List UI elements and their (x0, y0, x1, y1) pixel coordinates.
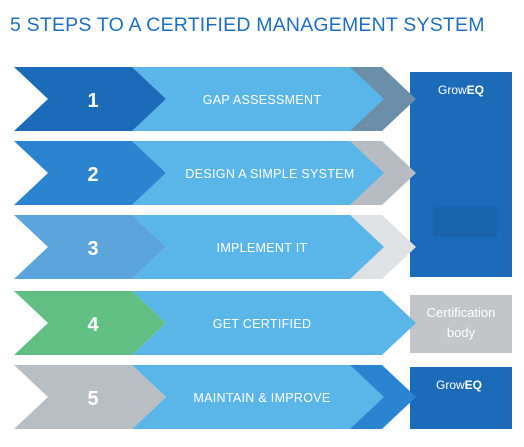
step-number: 5 (87, 388, 98, 410)
step-label: GET CERTIFIED (213, 317, 312, 331)
step-number-chevron (14, 141, 166, 205)
step-number: 1 (87, 90, 98, 112)
step-number-chevron (14, 215, 166, 279)
step-number-chevron (14, 291, 166, 355)
step-number: 4 (87, 314, 99, 336)
groweq-panel-top (410, 72, 512, 277)
step-label: MAINTAIN & IMPROVE (193, 391, 330, 405)
step-number-chevron (14, 67, 166, 131)
step-label: DESIGN A SIMPLE SYSTEM (185, 167, 354, 181)
certification-body-label-line1: Certification (427, 305, 496, 320)
step-4: 4 GET CERTIFIED (14, 291, 416, 355)
groweq-panel-bottom (410, 367, 512, 429)
groweq-panel-inner (433, 207, 497, 237)
groweq-logo-top: GrowEQ (438, 83, 484, 97)
step-middle-chevron (132, 365, 384, 429)
step-number: 3 (87, 238, 98, 260)
step-middle-chevron (132, 141, 384, 205)
step-number-chevron (14, 365, 166, 429)
step-middle-chevron (132, 67, 384, 131)
groweq-logo-bottom: GrowEQ (436, 378, 482, 392)
step-middle-chevron (132, 215, 384, 279)
step-middle-chevron (132, 291, 384, 355)
step-label: GAP ASSESSMENT (203, 93, 322, 107)
certification-body-label-line2: body (447, 325, 476, 340)
step-number: 2 (87, 164, 98, 186)
certification-body-panel (410, 295, 512, 353)
step-1: 1 GAP ASSESSMENT (14, 67, 416, 131)
step-3: 3 IMPLEMENT IT (14, 215, 416, 279)
step-label: IMPLEMENT IT (217, 241, 308, 255)
step-5: 5 MAINTAIN & IMPROVE (14, 365, 416, 429)
step-2: 2 DESIGN A SIMPLE SYSTEM (14, 141, 416, 205)
page-title: 5 STEPS TO A CERTIFIED MANAGEMENT SYSTEM (10, 14, 485, 36)
